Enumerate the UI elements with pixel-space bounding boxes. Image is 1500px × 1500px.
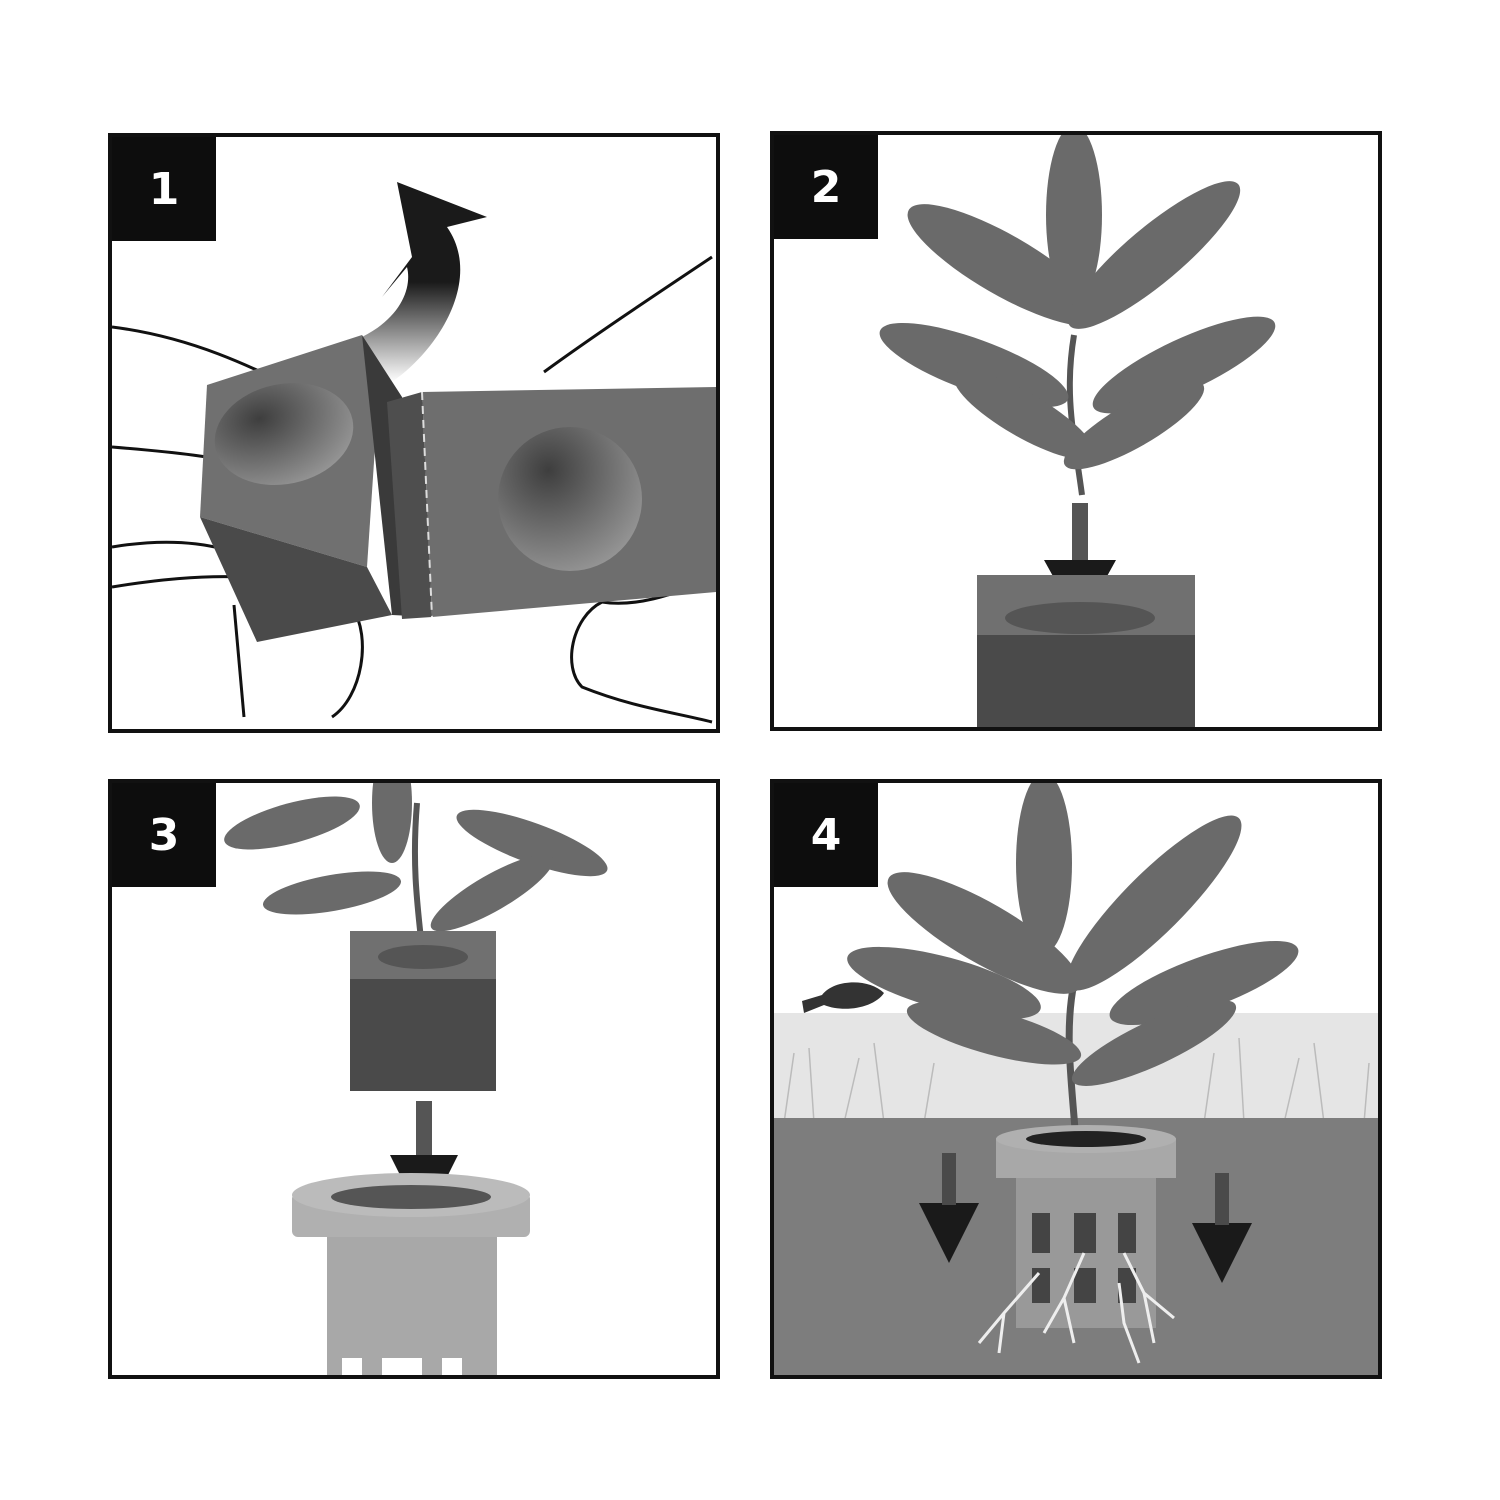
cube-right-icon [387,387,716,619]
net-pot-icon [996,1125,1176,1328]
step-4-panel: 4 [770,779,1382,1379]
plant-icon [879,135,1276,496]
step-4-badge: 4 [774,783,878,887]
cube-into-pot-illustration [224,783,608,1375]
arrow-down-icon [1192,1223,1252,1283]
step-3-badge: 3 [112,783,216,887]
fish-icon [802,982,884,1013]
step-1-badge: 1 [112,137,216,241]
plant-into-cube-illustration [879,135,1276,727]
step-2-badge: 2 [774,135,878,239]
net-pot-icon [292,1173,530,1375]
curved-arrow-up-icon [362,182,487,382]
hand-icon [112,255,713,724]
roots-icon [977,1252,1175,1364]
step-3-panel: 3 [108,779,720,1379]
step-1-panel: 1 [108,133,720,733]
arrow-shaft [1072,503,1088,563]
planted-pot-illustration [774,783,1378,1375]
plant-icon [847,783,1299,1144]
split-cube-illustration [112,182,716,724]
cube-icon [350,931,496,1091]
cube-icon [977,575,1195,727]
arrow-down-icon [919,1203,979,1263]
plant-icon [224,783,608,949]
step-2-panel: 2 [770,131,1382,731]
grass-blades [783,1037,1370,1124]
cube-left-icon [200,335,432,642]
